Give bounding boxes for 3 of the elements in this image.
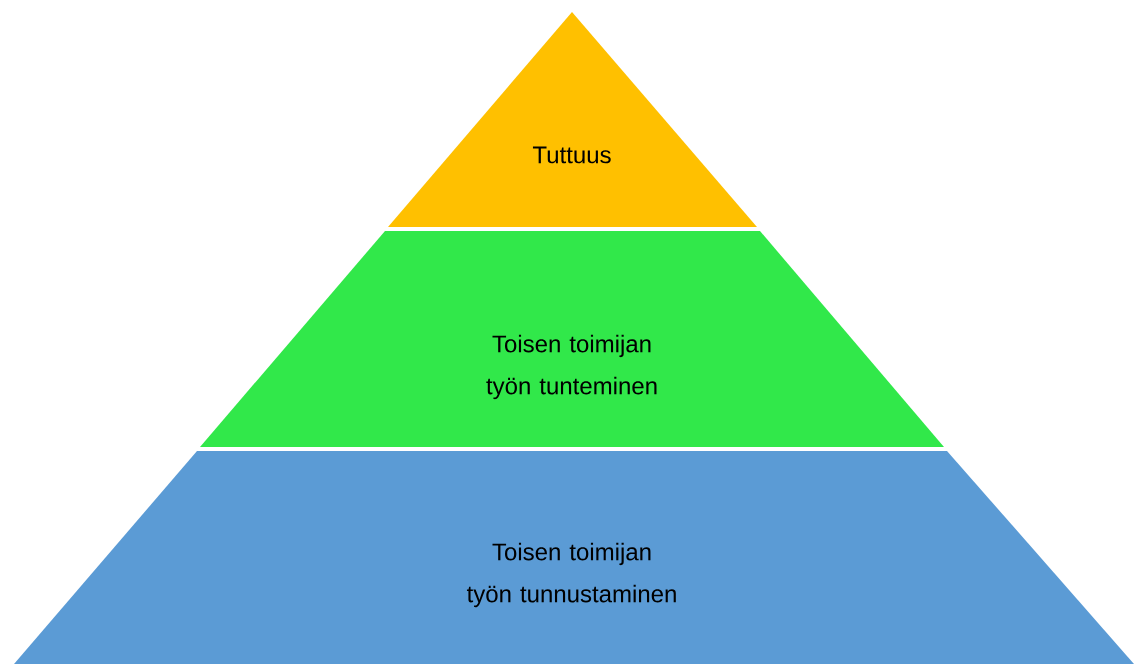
pyramid-band: Toisen toimijan työn tunteminen	[200, 231, 944, 447]
pyramid-band: Toisen toimijan työn tunnustaminen	[14, 451, 1134, 664]
pyramid-tier: Tuttuus	[388, 12, 757, 227]
